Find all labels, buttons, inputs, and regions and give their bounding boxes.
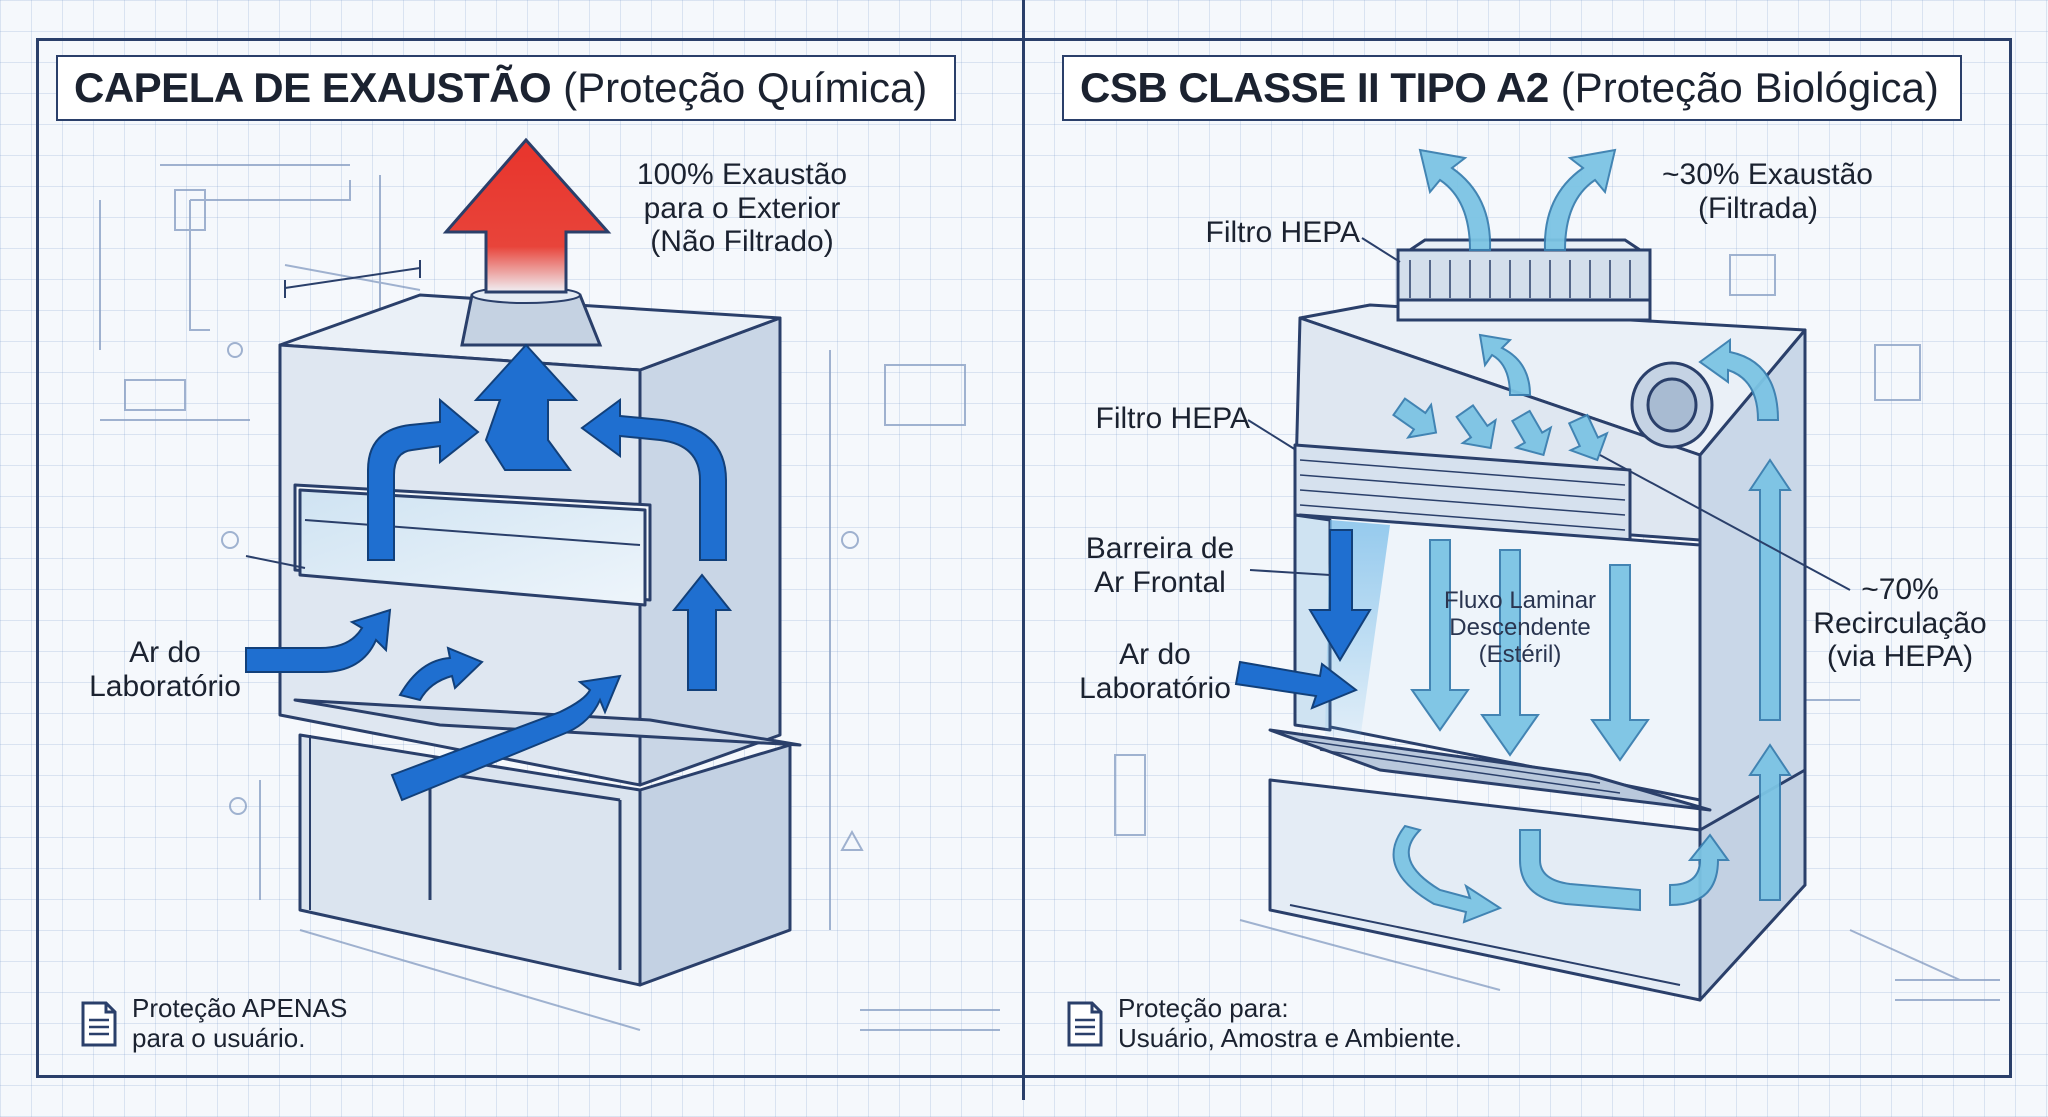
right-exhaust-line2: (Filtrada) [1698, 191, 1819, 225]
right-panel-title: CSB CLASSE II TIPO A2 (Proteção Biológic… [1062, 55, 1962, 121]
left-exhaust-line2: para o Exterior [643, 191, 841, 225]
recirc-line1: ~70% [1861, 573, 1939, 606]
bsc-barrier-arrows [1234, 529, 1372, 710]
right-exhaust-line1: ~30% Exaustão [1662, 158, 1873, 191]
left-title-light: (Proteção Química) [563, 64, 928, 111]
bsc-cabinet [1268, 303, 1807, 1002]
left-exhaust-line3: (Não Filtrado) [650, 225, 834, 259]
laminar-line3: (Estéril) [1478, 640, 1562, 668]
right-title-bold: CSB CLASSE II TIPO A2 [1080, 64, 1549, 111]
document-icon [1067, 1001, 1103, 1047]
dimension-marks [284, 260, 421, 298]
recirculation-label: ~70% Recirculação (via HEPA) [1800, 573, 2000, 674]
front-barrier-label: Barreira de Ar Frontal [1070, 532, 1250, 599]
top-hepa-filter [1396, 238, 1652, 322]
laminar-flow-label: Fluxo Laminar Descendente (Estéril) [1420, 587, 1620, 669]
recirc-line3: (via HEPA) [1826, 640, 1974, 674]
left-footer-line2: para o usuário. [132, 1022, 306, 1053]
right-lab-air-line1: Ar do [1119, 638, 1191, 671]
left-exhaust-line1: 100% Exaustão [636, 158, 848, 191]
exhaust-arrow-red [442, 137, 612, 294]
right-footer-note: Proteção para: Usuário, Amostra e Ambien… [1066, 993, 1462, 1054]
laminar-line1: Fluxo Laminar [1443, 587, 1597, 614]
left-title-bold: CAPELA DE EXAUSTÃO [74, 64, 552, 111]
laminar-line2: Descendente [1449, 613, 1591, 641]
right-exhaust-label: ~30% Exaustão (Filtrada) [1662, 158, 1902, 225]
left-airflow-arrows [367, 343, 733, 691]
hepa-mid-label: Filtro HEPA [1095, 402, 1250, 435]
bsc-airflow-arrows [1392, 148, 1792, 924]
right-lab-air-line2: Laboratório [1079, 671, 1231, 705]
left-footer-line1: Proteção APENAS [132, 993, 348, 1023]
right-title-light: (Proteção Biológica) [1560, 64, 1939, 111]
front-barrier-line1: Barreira de [1085, 532, 1235, 565]
left-exhaust-label: 100% Exaustão para o Exterior (Não Filtr… [612, 158, 872, 259]
hepa-top-label: Filtro HEPA [1205, 216, 1360, 249]
left-lab-air-line2: Laboratório [89, 669, 241, 703]
left-intake-arrows [245, 608, 622, 802]
panel-divider [1022, 0, 1025, 1100]
right-sketch-lines [860, 254, 2000, 1031]
document-icon [81, 1001, 117, 1047]
front-barrier-line2: Ar Frontal [1094, 565, 1226, 599]
left-lab-air-line1: Ar do [129, 636, 201, 669]
recirc-line2: Recirculação [1813, 606, 1987, 640]
right-footer-line2: Usuário, Amostra e Ambiente. [1118, 1022, 1462, 1053]
right-footer-line1: Proteção para: [1118, 993, 1289, 1023]
left-lab-air-label: Ar do Laboratório [70, 636, 260, 703]
right-lab-air-label: Ar do Laboratório [1060, 638, 1250, 705]
left-footer-note: Proteção APENAS para o usuário. [80, 993, 348, 1054]
left-panel-title: CAPELA DE EXAUSTÃO (Proteção Química) [56, 55, 956, 121]
leader-lines [245, 237, 1851, 591]
